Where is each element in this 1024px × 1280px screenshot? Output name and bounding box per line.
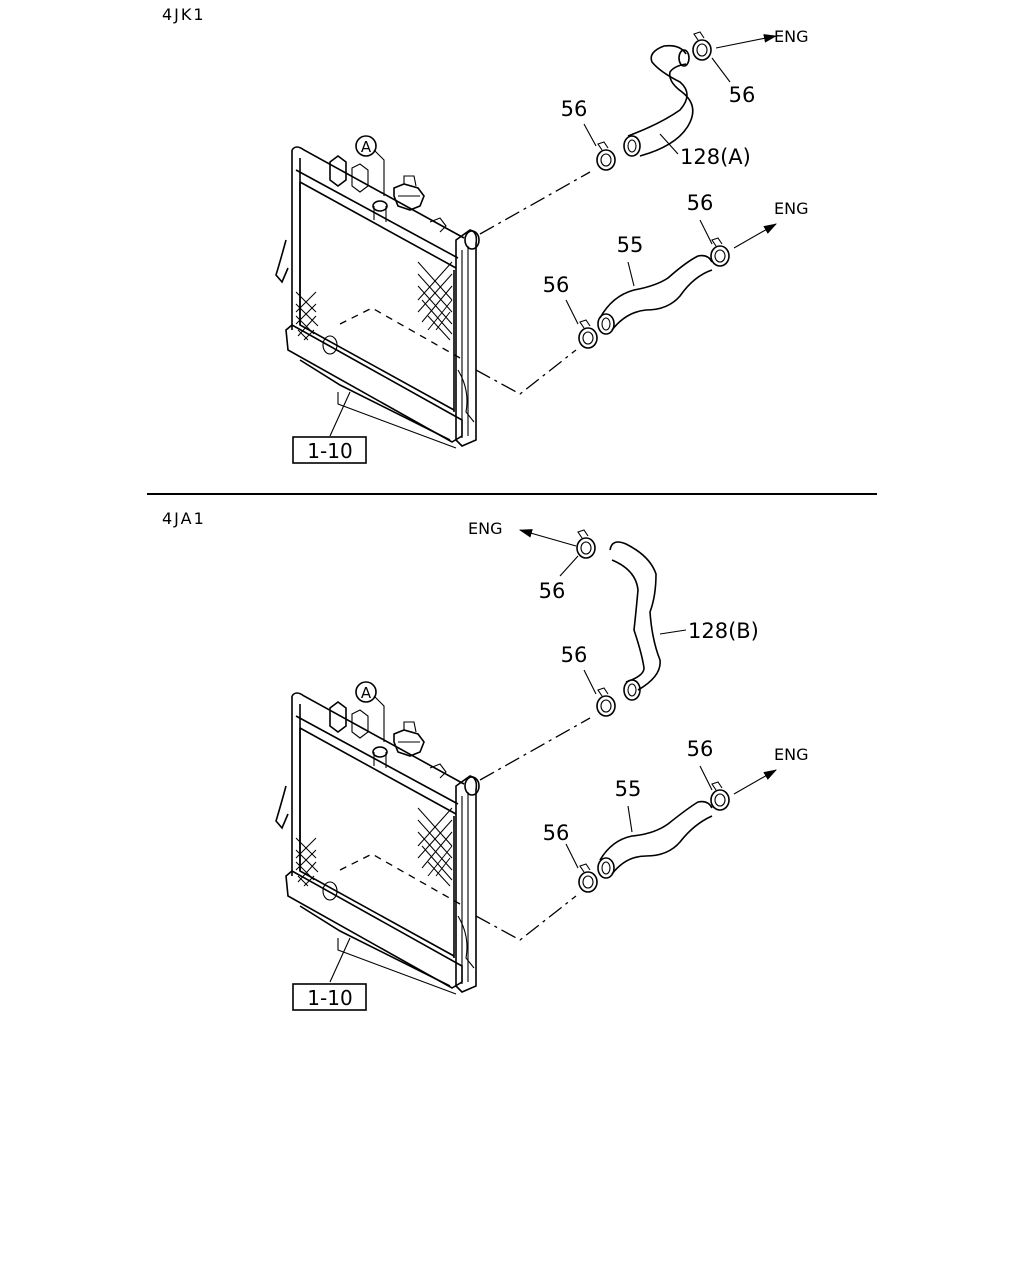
engine-arrow-label: ENG: [774, 745, 808, 764]
clamp-lower-right: [710, 781, 730, 811]
model-code-4ja1: 4JA1: [162, 509, 206, 528]
clamp-upper-right: [692, 31, 712, 61]
hose-55-lower: [597, 800, 713, 879]
engine-arrow-label: ENG: [774, 199, 808, 218]
clamp-label: 56: [543, 273, 570, 297]
radiator-assembly-lower: [275, 692, 480, 995]
clamp-upper-left: [576, 529, 596, 559]
clamp-label: 56: [561, 643, 588, 667]
model-code-4jk1: 4JK1: [162, 5, 206, 24]
hose-128a: [623, 44, 694, 157]
hose-128b: [609, 541, 661, 701]
clamp-lower-left: [578, 863, 598, 893]
marker-a-lower: A: [355, 681, 385, 742]
clamp-upper-right: [596, 687, 616, 717]
clamp-lower-left: [578, 319, 598, 349]
hose-55-upper: [597, 254, 713, 335]
hose-upper-label: 128(B): [688, 619, 759, 643]
marker-a-label: A: [361, 138, 372, 156]
reference-box-label: 1-10: [307, 439, 352, 463]
hose-lower-label: 55: [615, 777, 642, 801]
reference-box-label: 1-10: [307, 986, 352, 1010]
radiator-assembly-upper: [275, 146, 480, 449]
hose-upper-label: 128(A): [680, 145, 751, 169]
marker-a-upper: A: [355, 135, 385, 196]
clamp-upper-left: [596, 141, 616, 171]
engine-arrow-label: ENG: [774, 27, 808, 46]
marker-a-label: A: [361, 684, 372, 702]
clamp-lower-right: [710, 237, 730, 267]
clamp-label: 56: [543, 821, 570, 845]
reference-box-lower: 1-10: [292, 983, 367, 1011]
hose-lower-label: 55: [617, 233, 644, 257]
clamp-label: 56: [687, 191, 714, 215]
reference-box-upper: 1-10: [292, 436, 367, 464]
clamp-label: 56: [561, 97, 588, 121]
clamp-label: 56: [729, 83, 756, 107]
clamp-label: 56: [687, 737, 714, 761]
clamp-label: 56: [539, 579, 566, 603]
engine-arrow-label: ENG: [468, 519, 502, 538]
